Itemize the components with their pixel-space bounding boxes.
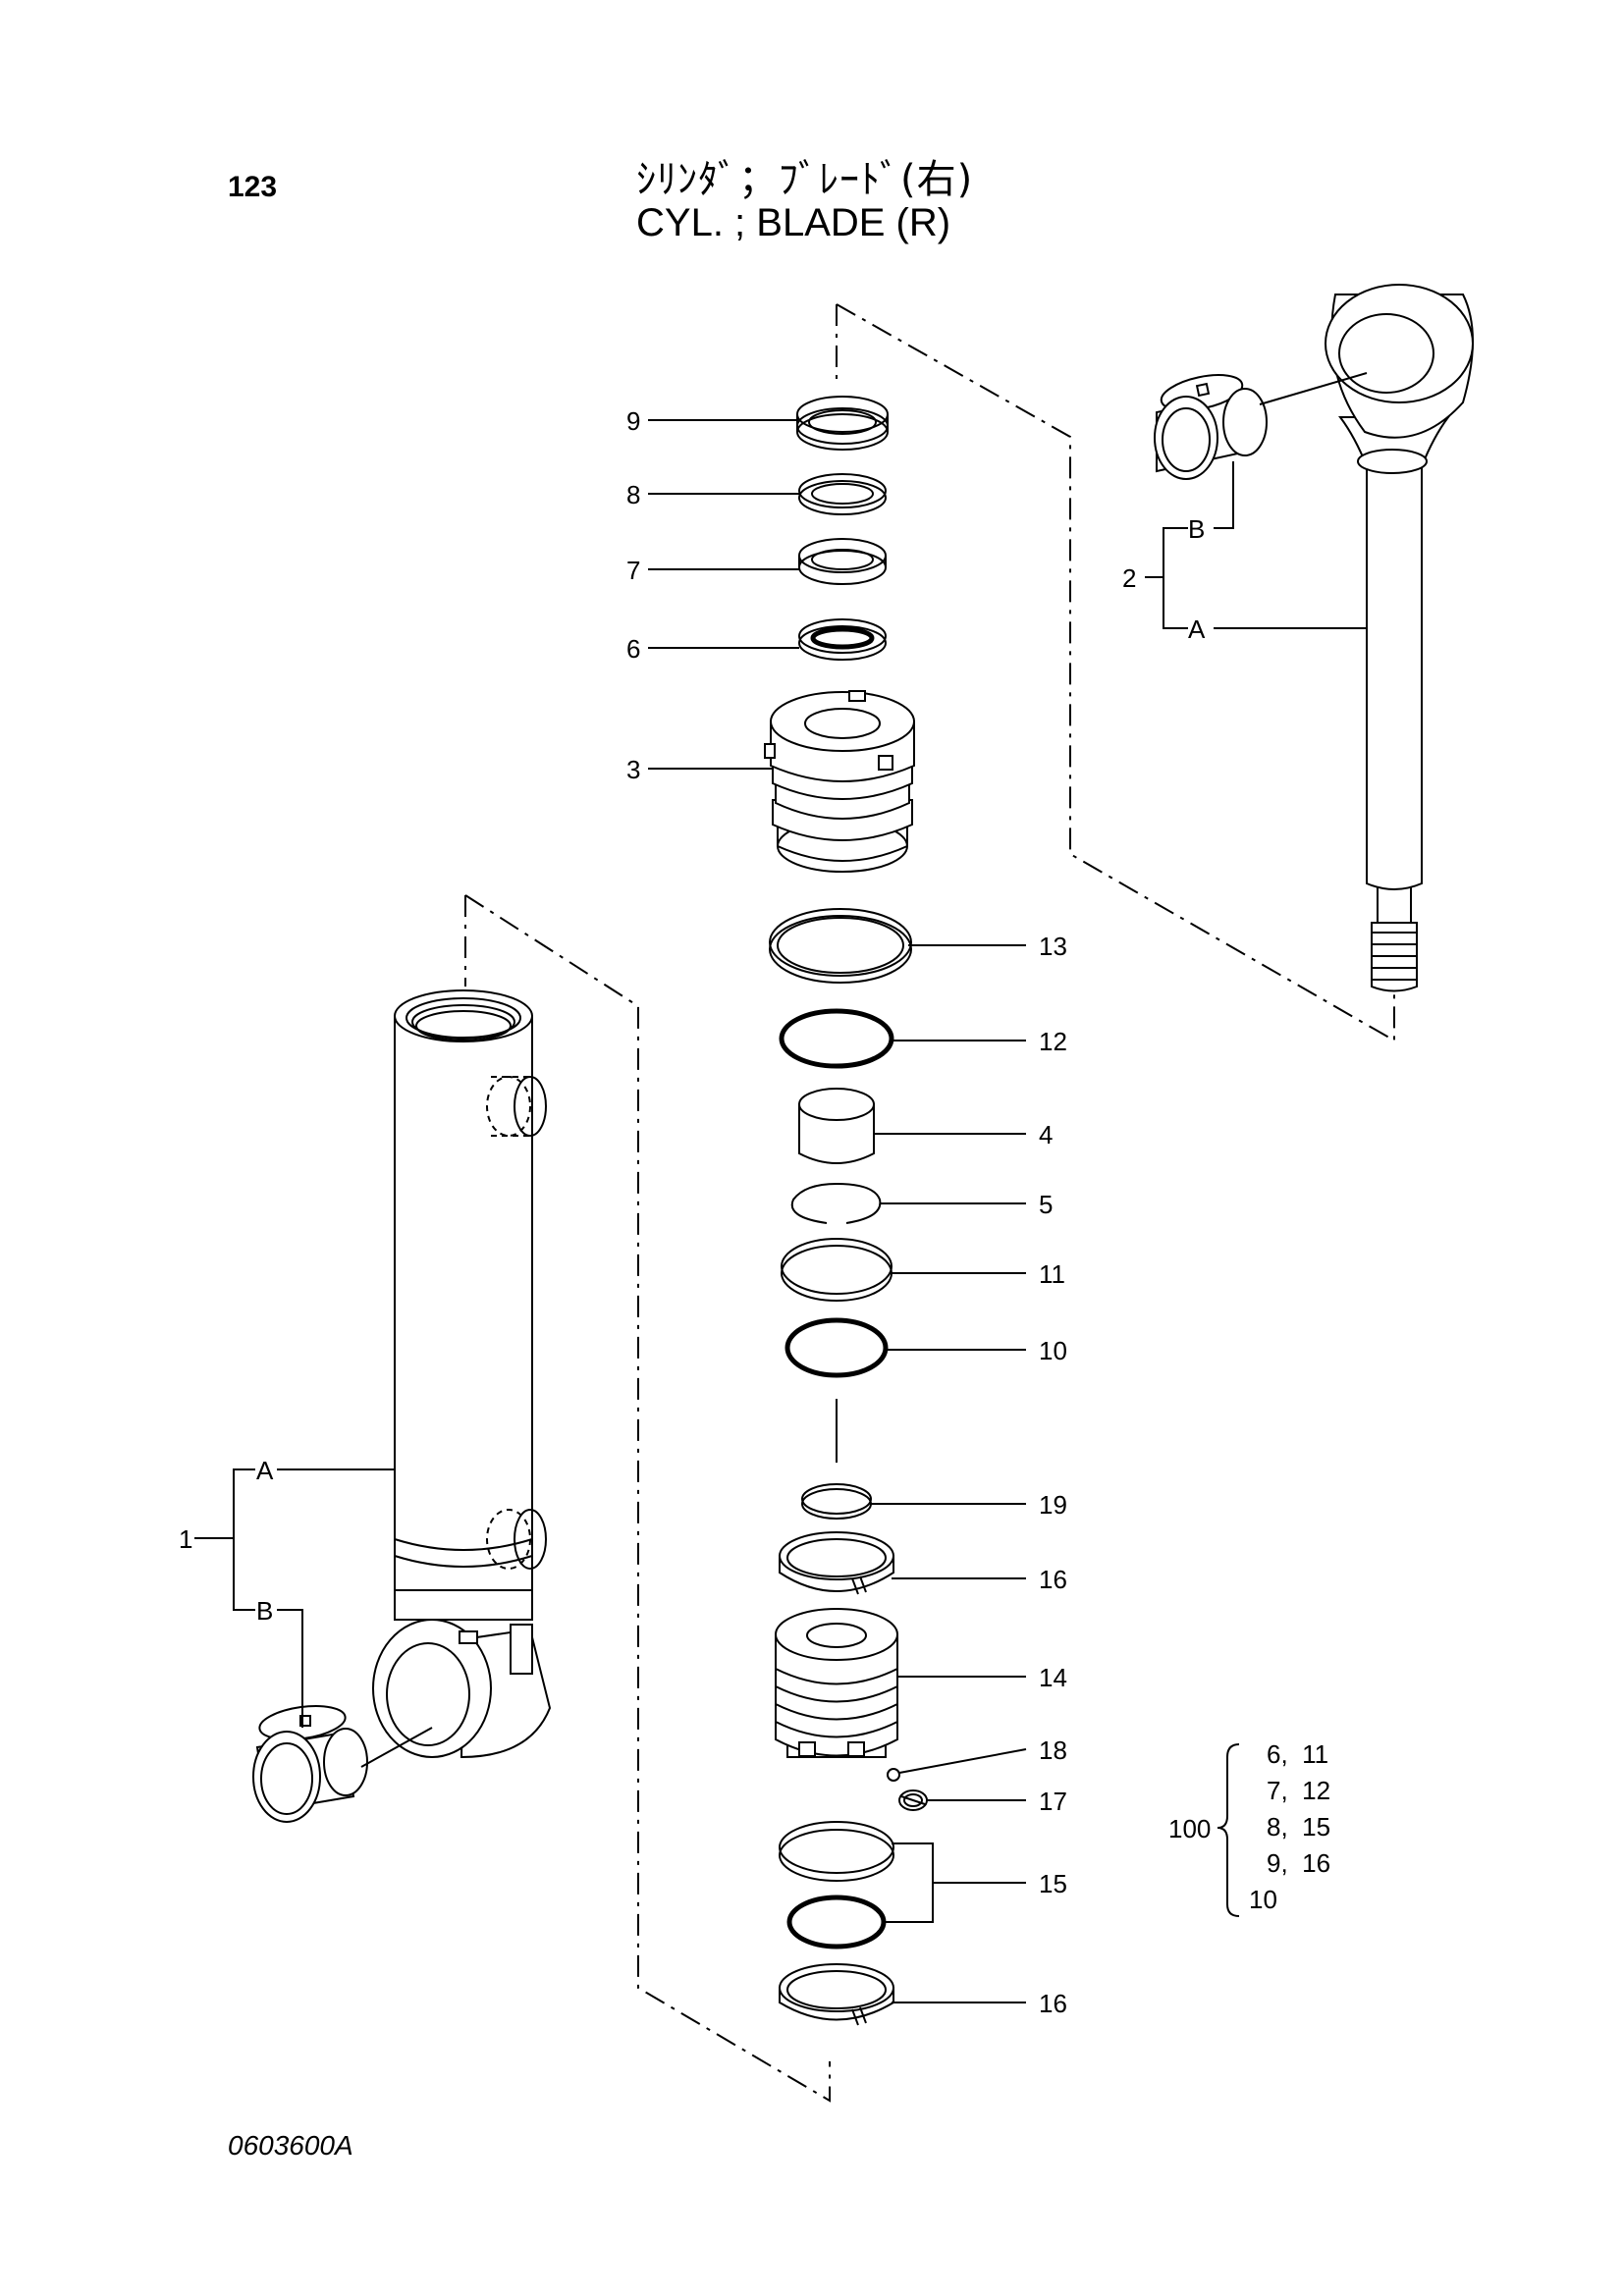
callout-14: 14 xyxy=(1039,1663,1067,1692)
callout-7: 7 xyxy=(626,556,640,585)
kit-number: 100 xyxy=(1168,1814,1211,1843)
callout-18: 18 xyxy=(1039,1735,1067,1765)
wear-ring-part-16-upper xyxy=(779,1531,894,1595)
bushing-part-4 xyxy=(798,1088,875,1164)
kit-row: 9, 16 xyxy=(1267,1848,1330,1878)
assembly-2-number: 2 xyxy=(1122,563,1136,593)
assembly-axis-tube xyxy=(464,894,831,2103)
assembly-1-number: 1 xyxy=(179,1524,192,1554)
bracket-assembly-2 xyxy=(1145,461,1367,629)
callout-10: 10 xyxy=(1039,1336,1067,1365)
ring-part-11 xyxy=(781,1238,893,1302)
assembly-2-sub-a: A xyxy=(1188,614,1206,644)
ring-part-6 xyxy=(798,618,887,661)
o-ring-part-12 xyxy=(779,1008,894,1069)
callout-19: 19 xyxy=(1039,1490,1067,1520)
assembly-axis-rod xyxy=(836,303,1395,1042)
piston-part-14 xyxy=(775,1608,898,1758)
callout-3: 3 xyxy=(626,755,640,784)
assembly-1-sub-a: A xyxy=(256,1456,274,1485)
kit-row: 8, 15 xyxy=(1267,1812,1330,1842)
bracket-assembly-1 xyxy=(194,1468,395,1728)
callout-12: 12 xyxy=(1039,1027,1067,1056)
assembly-1-sub-b: B xyxy=(256,1596,273,1626)
page-number: 123 xyxy=(228,171,278,203)
rod-cover-part-3 xyxy=(764,690,915,873)
bushing-rod-end xyxy=(1154,374,1268,480)
cylinder-tube-part-1 xyxy=(372,989,552,1759)
callout-4: 4 xyxy=(1039,1120,1053,1149)
callout-5: 5 xyxy=(1039,1190,1053,1219)
ring-part-19 xyxy=(801,1483,872,1520)
kit-row: 6, 11 xyxy=(1267,1739,1328,1769)
kit-brace xyxy=(1217,1743,1240,1917)
callout-8: 8 xyxy=(626,480,640,509)
leader-rod-end xyxy=(1259,372,1368,405)
callout-leaders xyxy=(648,419,1027,2003)
title-english: CYL. ; BLADE (R) xyxy=(636,201,951,244)
ring-part-8 xyxy=(798,473,887,515)
piston-rod-part-2 xyxy=(1325,284,1474,992)
snap-ring-part-5 xyxy=(790,1182,882,1224)
bushing-tube-end xyxy=(252,1705,368,1823)
callout-6: 6 xyxy=(626,634,640,664)
set-screw-part-17 xyxy=(898,1789,928,1811)
wear-ring-part-16-lower xyxy=(779,1963,894,2026)
ring-part-13 xyxy=(769,908,912,984)
ball-part-18 xyxy=(887,1768,900,1782)
callout-16-upper: 16 xyxy=(1039,1565,1067,1594)
o-ring-part-10 xyxy=(784,1317,889,1378)
title-japanese: ｼﾘﾝﾀﾞ；ﾌﾞﾚｰﾄﾞ(右) xyxy=(636,157,974,202)
callout-9: 9 xyxy=(626,406,640,436)
assembly-2-sub-b: B xyxy=(1188,514,1205,544)
callout-13: 13 xyxy=(1039,932,1067,961)
drawing-code: 0603600A xyxy=(228,2130,353,2161)
callout-17: 17 xyxy=(1039,1787,1067,1816)
callout-16-lower: 16 xyxy=(1039,1989,1067,2018)
callout-11: 11 xyxy=(1039,1259,1065,1289)
leader-tube-end xyxy=(360,1727,433,1768)
kit-row: 7, 12 xyxy=(1267,1776,1330,1805)
callout-15: 15 xyxy=(1039,1869,1067,1898)
seal-part-9 xyxy=(796,396,889,451)
seal-part-7 xyxy=(798,538,887,585)
kit-row: 10 xyxy=(1249,1885,1277,1914)
seal-set-part-15 xyxy=(779,1821,894,1949)
